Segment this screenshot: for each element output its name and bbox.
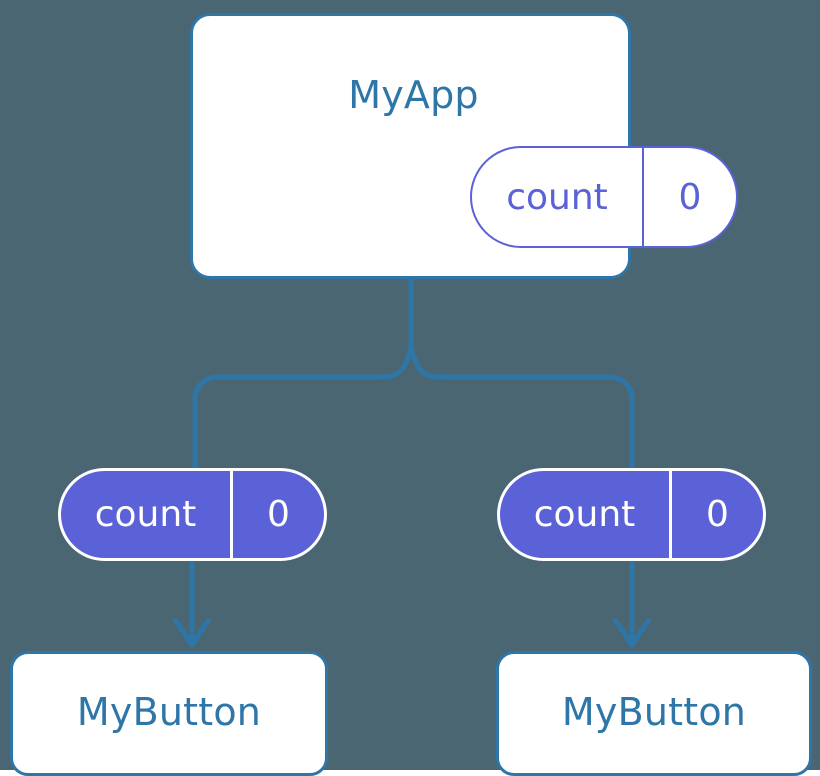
connector-branch-right	[408, 346, 635, 468]
state-pill-right-value: 0	[706, 494, 729, 535]
state-pill-myapp-key: count	[472, 148, 644, 246]
state-pill-right-key: count	[500, 471, 672, 558]
state-pill-myapp-value: 0	[678, 176, 702, 218]
state-pill-right[interactable]: count 0	[497, 468, 766, 561]
state-pill-left-key: count	[61, 471, 233, 558]
connector-branch-left	[192, 346, 414, 468]
arrow-head-left	[173, 618, 211, 648]
arrow-head-right	[613, 618, 651, 648]
component-mybutton-right-title: MyButton	[561, 690, 747, 734]
state-pill-myapp[interactable]: count 0	[470, 146, 738, 248]
component-myapp-title: MyApp	[348, 73, 479, 117]
component-mybutton-left-title: MyButton	[76, 690, 262, 734]
component-mybutton-right[interactable]: MyButton	[496, 651, 812, 776]
component-myapp[interactable]: MyApp count 0	[190, 13, 738, 279]
component-mybutton-left[interactable]: MyButton	[10, 651, 328, 776]
state-pill-left-value: 0	[267, 494, 290, 535]
state-pill-left[interactable]: count 0	[58, 468, 327, 561]
